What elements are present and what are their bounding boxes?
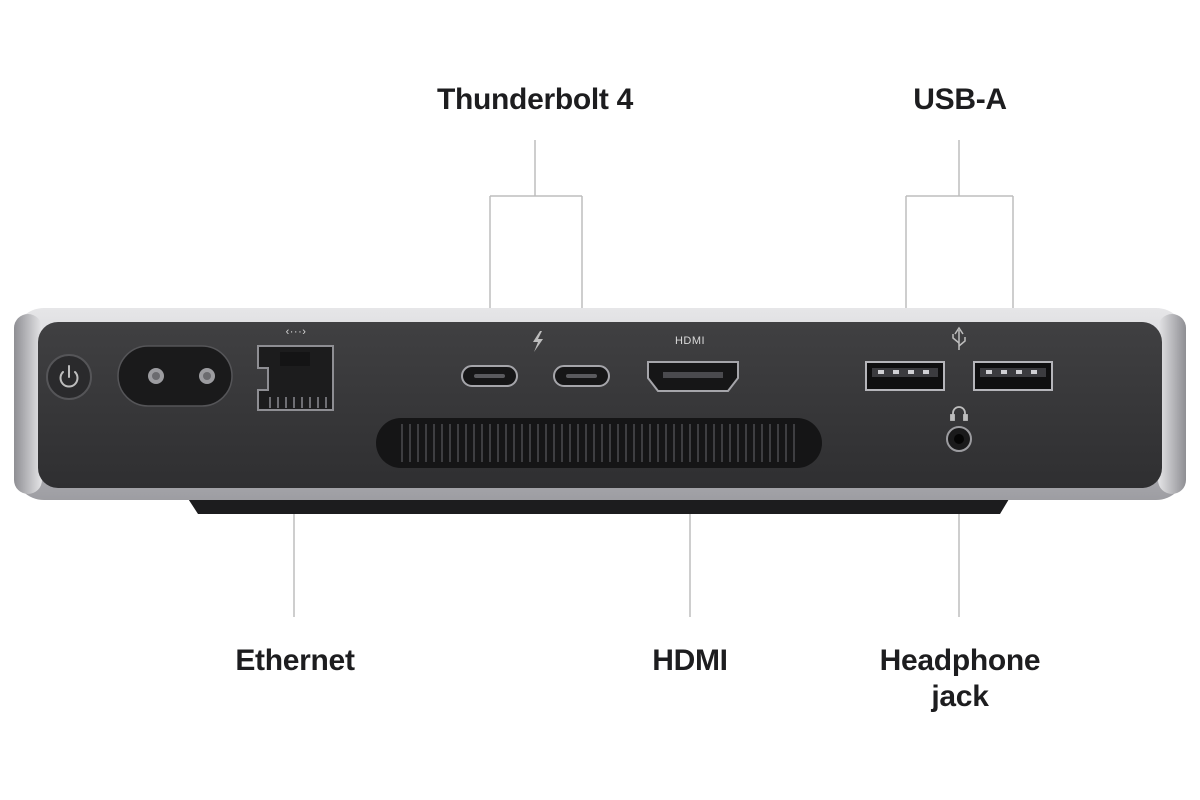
usb-a-callout: USB-A <box>913 83 1007 116</box>
headphone-callout-line2: jack <box>931 680 989 713</box>
hdmi-port[interactable] <box>647 361 739 392</box>
thunderbolt-port-2[interactable] <box>553 365 610 387</box>
hdmi-callout: HDMI <box>652 644 728 677</box>
thunderbolt-icon <box>533 331 543 352</box>
headphone-jack-callout: Headphone jack <box>840 643 1080 715</box>
thunderbolt-leader <box>489 140 583 372</box>
headphones-icon <box>950 406 968 421</box>
power-button[interactable] <box>46 354 92 400</box>
ethernet-callout: Ethernet <box>235 644 355 677</box>
thunderbolt-port-1[interactable] <box>461 365 518 387</box>
thunderbolt-callout: Thunderbolt 4 <box>436 83 634 116</box>
usb-a-port-1[interactable] <box>865 361 945 391</box>
usb-a-leader <box>905 140 1014 372</box>
ventilation-grille <box>376 418 822 468</box>
ethernet-icon: ‹···› <box>286 326 307 338</box>
ethernet-port[interactable]: ‹···› <box>257 326 334 411</box>
headphone-callout-line1: Headphone <box>879 644 1041 677</box>
power-icon <box>59 365 79 388</box>
headphone-jack[interactable] <box>946 426 972 452</box>
usb-a-port-2[interactable] <box>973 361 1053 391</box>
ac-power-inlet <box>117 345 233 407</box>
hdmi-panel-label: HDMI <box>675 335 705 347</box>
usb-icon <box>952 326 966 350</box>
